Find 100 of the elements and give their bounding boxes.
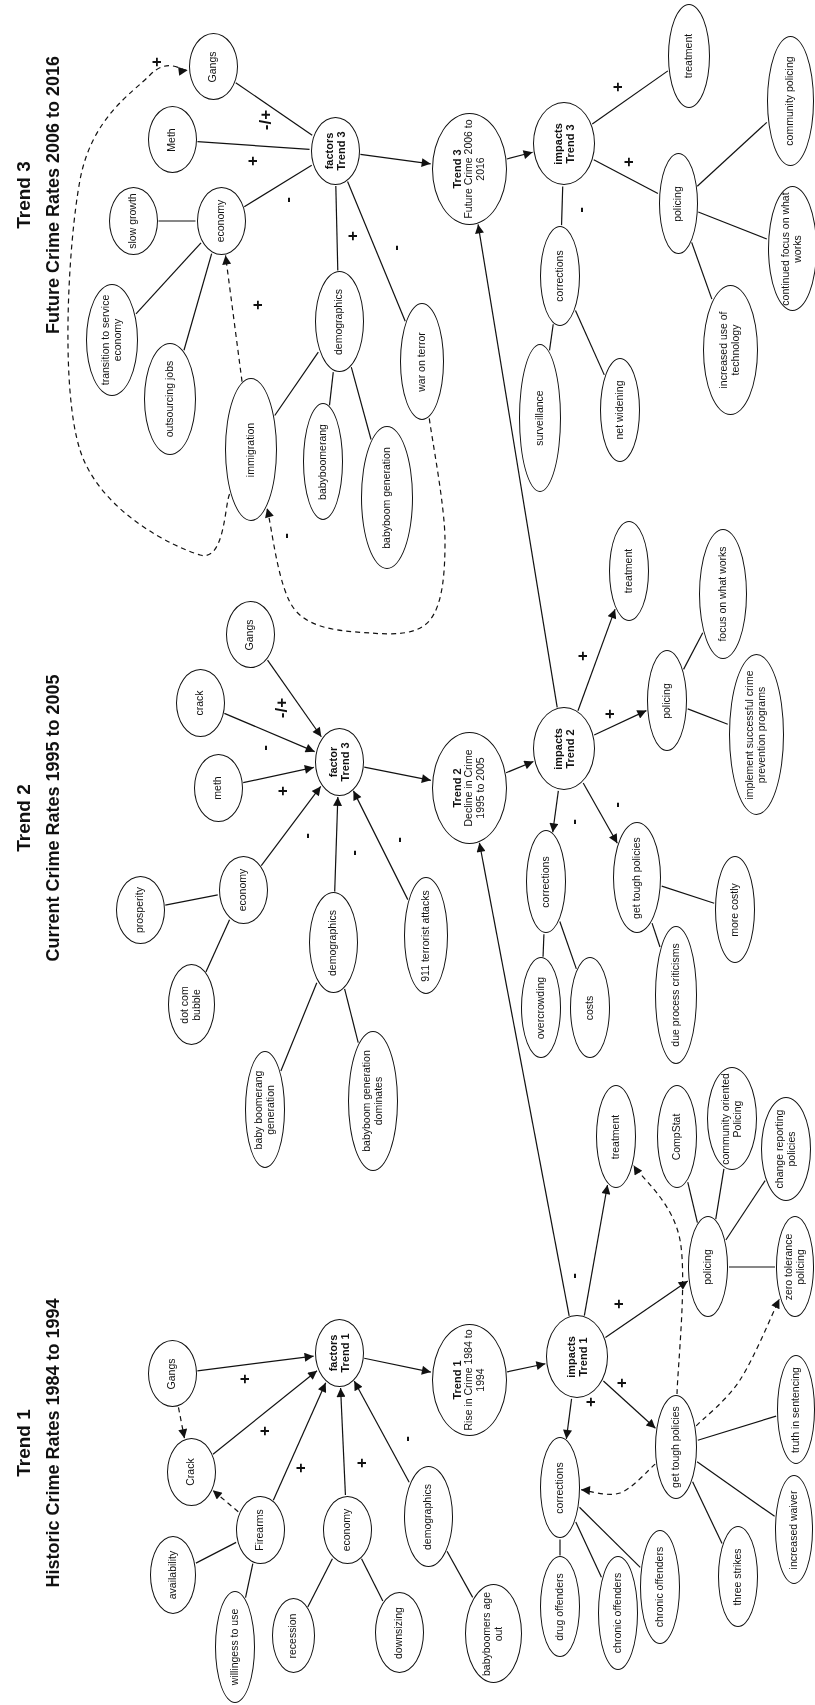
- edge-label: +: [581, 1397, 599, 1407]
- edge-label: +: [243, 156, 261, 166]
- connector-arrow: [506, 1361, 546, 1373]
- connector-arrow: [583, 1184, 611, 1317]
- connector-line: [542, 933, 545, 958]
- edge-label: +: [255, 1426, 273, 1436]
- concept-ellipse: [609, 521, 649, 621]
- connector-arrow: [577, 608, 617, 712]
- node-label: treatment: [683, 33, 695, 79]
- connector-arrow: [242, 764, 315, 784]
- connector-line: [559, 1538, 561, 1557]
- edge-label: -: [344, 850, 362, 856]
- node-label: policing: [661, 683, 673, 719]
- edge-label: -: [571, 207, 589, 213]
- edge-label: -/+: [272, 697, 290, 719]
- connector-line: [446, 1550, 474, 1598]
- connector-line: [574, 309, 605, 376]
- node-label: chronic offenders: [654, 1546, 666, 1628]
- node-label: Trend 3: [450, 149, 464, 189]
- edge-label: +: [608, 82, 626, 92]
- node-label: Future Crime 2006 to 2016: [463, 118, 488, 220]
- node-label: meth: [212, 776, 224, 800]
- node-label: Gangs: [244, 619, 256, 651]
- connector-arrow: [593, 710, 647, 736]
- node-label: crack: [194, 690, 206, 716]
- connector-line: [697, 1415, 777, 1441]
- node-label: Trend 2: [450, 768, 464, 808]
- node-label: drug offenders: [554, 1573, 566, 1641]
- edge-label: +: [600, 709, 618, 719]
- connector-line: [661, 885, 715, 904]
- connector-line: [725, 1180, 766, 1241]
- edge-label: -: [564, 1273, 582, 1279]
- node-label: immigration: [245, 422, 257, 478]
- node-label: continued focus on what works: [780, 191, 804, 307]
- edge-label: -: [564, 819, 582, 825]
- node-label: increased waiver: [788, 1490, 800, 1570]
- node-label: Crack: [185, 1458, 197, 1486]
- concept-ellipse: [314, 728, 364, 796]
- connector-line: [691, 241, 713, 300]
- edge-label: -: [255, 745, 273, 751]
- node-label: CompStat: [671, 1113, 683, 1161]
- connector-arrow: [549, 790, 559, 833]
- connector-arrow: [633, 1164, 684, 1395]
- connector-line: [575, 1521, 603, 1578]
- node-label: focus on what works: [717, 546, 729, 642]
- node-label: downsizing: [393, 1607, 405, 1659]
- connector-arrow: [475, 223, 558, 709]
- node-label: dot com bubble: [179, 985, 203, 1026]
- connector-line: [591, 70, 669, 125]
- node-label: demographics: [422, 1484, 434, 1550]
- concept-ellipse: [570, 957, 610, 1059]
- connector-line: [157, 220, 197, 222]
- section-heading: Trend 1: [13, 1409, 35, 1477]
- connector-arrow: [353, 1380, 410, 1483]
- connector-arrow: [264, 417, 446, 635]
- section-heading: Future Crime Rates 2006 to 2016: [42, 55, 64, 335]
- connector-line: [651, 922, 661, 948]
- connector-line: [692, 1481, 723, 1545]
- edge-label: +: [619, 157, 637, 167]
- connector-line: [697, 211, 768, 240]
- concept-ellipse: [598, 1556, 638, 1670]
- connector-arrow: [695, 1298, 780, 1427]
- connector-arrow: [604, 1280, 689, 1339]
- connector-arrow: [266, 659, 322, 738]
- edge-label: -: [297, 833, 315, 839]
- concept-ellipse: [596, 1085, 636, 1189]
- connector-arrow: [506, 150, 534, 160]
- node-label: 911 terrorist attacks: [420, 890, 432, 982]
- node-label: economy: [237, 868, 249, 912]
- edge-label: -: [397, 1436, 415, 1442]
- edge-label: -: [389, 837, 407, 843]
- node-label: factors Trend 1: [326, 1332, 352, 1375]
- concept-ellipse: [688, 1216, 728, 1318]
- concept-ellipse: [235, 1496, 285, 1564]
- node-label: policing: [672, 186, 684, 222]
- node-label: zero tolerance policing: [783, 1232, 807, 1303]
- concept-ellipse: [271, 1598, 315, 1674]
- node-label: transition to service economy: [100, 293, 124, 388]
- connector-line: [715, 1168, 725, 1220]
- node-label: slow growth: [127, 193, 139, 249]
- node-label: implement successful crime prevention programs: [744, 669, 768, 802]
- node-label: chronic offenders: [612, 1572, 624, 1654]
- connector-arrow: [196, 1352, 315, 1372]
- node-label: get tough policies: [670, 1406, 682, 1488]
- node-label: Rise in Crime 1984 to 1994: [463, 1329, 488, 1431]
- node-label: three strikes: [732, 1548, 744, 1606]
- edge-label: +: [248, 300, 266, 310]
- section-heading: Trend 3: [13, 161, 35, 229]
- connector-line: [578, 1506, 641, 1569]
- connector-line: [183, 252, 213, 351]
- node-label: Firearms: [254, 1509, 266, 1551]
- concept-ellipse: [215, 1591, 255, 1703]
- node-label: truth in sentencing: [790, 1367, 802, 1453]
- connector-line: [687, 1181, 698, 1224]
- connector-line: [728, 1266, 776, 1268]
- connector-arrow: [476, 842, 570, 1317]
- node-label: prosperity: [134, 886, 146, 934]
- node-label: factors Trend 3: [322, 130, 348, 173]
- node-label: due process criticisms: [670, 943, 682, 1047]
- connector-arrow: [212, 1489, 239, 1513]
